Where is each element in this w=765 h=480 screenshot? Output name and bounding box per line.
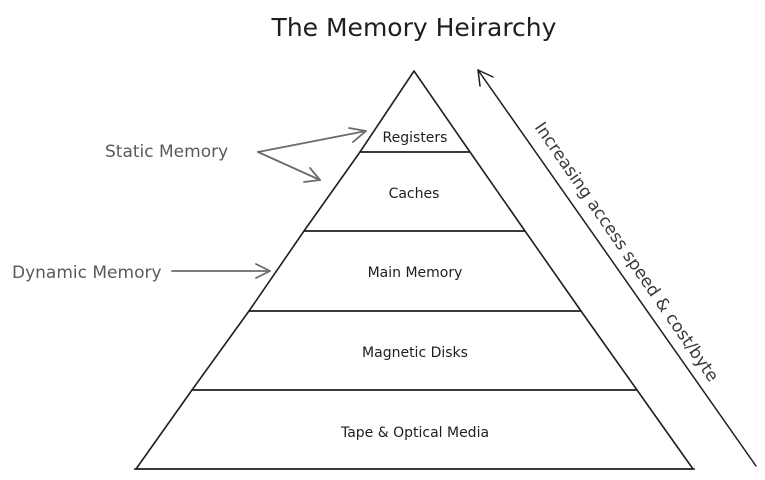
tier-registers-label: Registers <box>383 130 448 146</box>
tier-magnetic-disks-label: Magnetic Disks <box>362 345 468 361</box>
access-speed-arrow <box>477 69 757 467</box>
tier-registers-shape <box>359 70 471 153</box>
tier-main-memory-label: Main Memory <box>368 265 463 281</box>
static-memory-arrow-caches <box>257 151 321 183</box>
access-speed-label: Increasing access speed & cost/byte <box>530 119 722 386</box>
dynamic-memory-label: Dynamic Memory <box>12 263 162 283</box>
dynamic-memory-arrow <box>171 263 271 279</box>
static-memory-label: Static Memory <box>105 142 228 162</box>
tier-tape-optical-label: Tape & Optical Media <box>340 425 489 441</box>
pyramid <box>134 70 695 470</box>
diagram-title: The Memory Heirarchy <box>271 13 557 42</box>
tier-caches-label: Caches <box>389 186 440 202</box>
static-memory-arrow-registers <box>257 127 367 153</box>
